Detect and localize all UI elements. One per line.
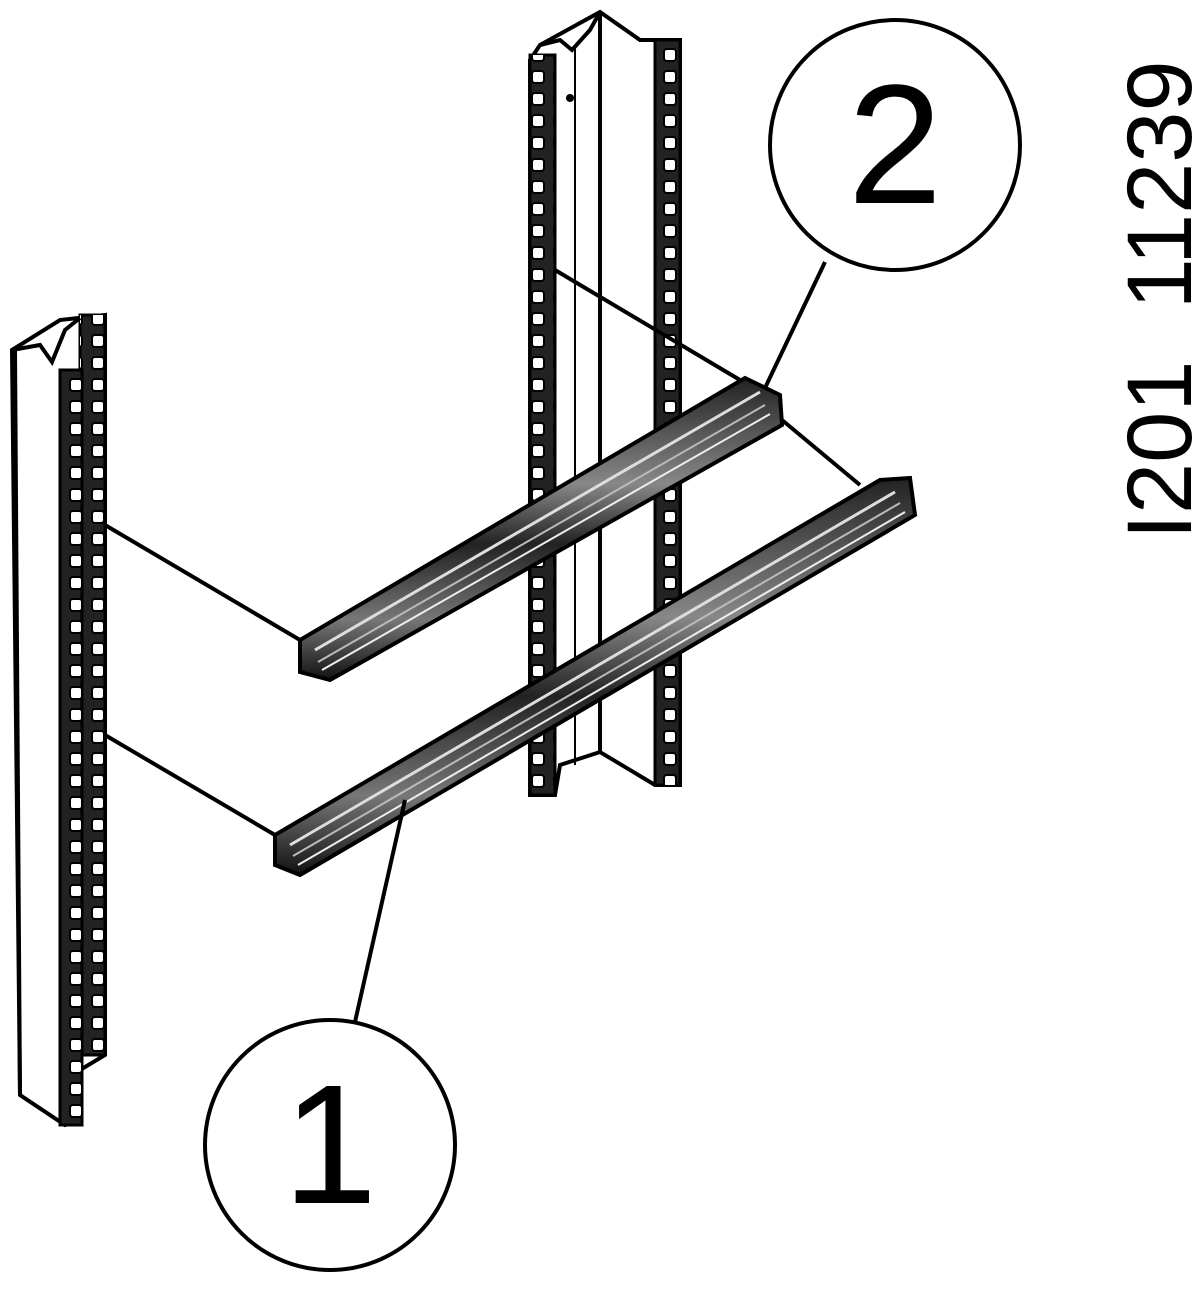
callout-2-label: 2: [848, 50, 943, 240]
rail-lower: [273, 475, 918, 878]
callout-1-circle: [203, 1018, 457, 1272]
guide-lines: [103, 268, 862, 837]
rear-rack-post: [528, 9, 682, 797]
callout-2-circle: [768, 18, 1022, 272]
figure-id-label: I201_11239: [1109, 60, 1200, 539]
callout-1-label: 1: [283, 1050, 378, 1240]
callout-2: 2: [763, 18, 1022, 389]
callout-1-leader: [353, 799, 407, 1023]
callout-1: 1: [203, 799, 457, 1272]
front-rack-post: [9, 312, 107, 1128]
callout-2-leader: [763, 261, 827, 389]
rail-upper: [298, 375, 785, 683]
